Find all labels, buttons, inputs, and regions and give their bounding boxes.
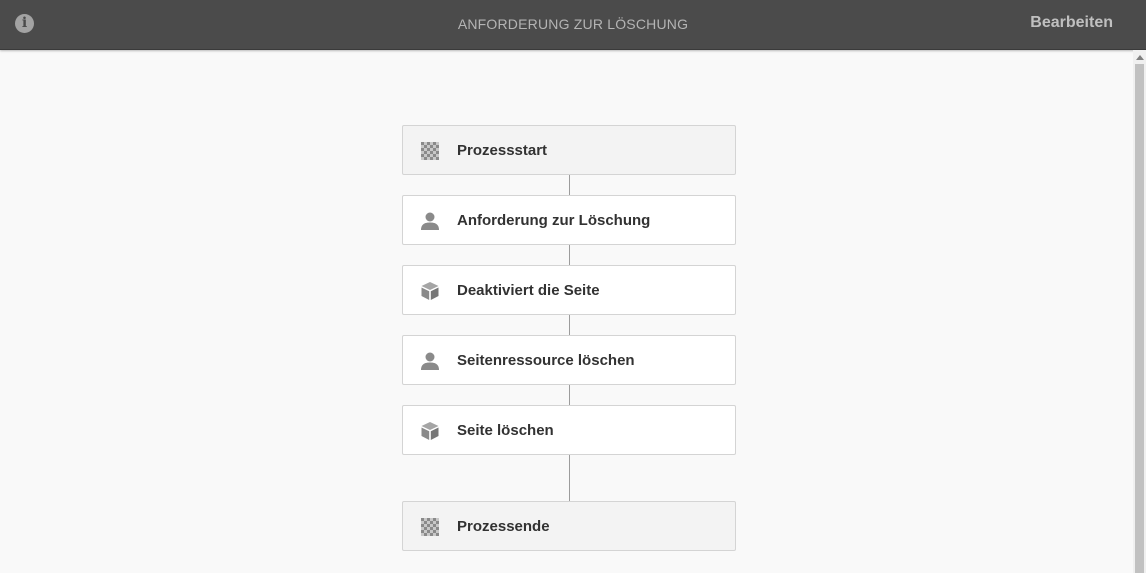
checkered-flag-icon [421, 518, 439, 536]
connector-line [569, 385, 570, 405]
step-label: Prozessende [457, 518, 550, 535]
cube-icon [421, 422, 439, 440]
step-label: Prozessstart [457, 142, 548, 159]
step-delete-page[interactable]: Seite löschen [402, 405, 736, 455]
info-icon[interactable]: i [15, 14, 34, 33]
connector-line [569, 315, 570, 335]
checkered-flag-icon [421, 142, 439, 160]
step-process-end[interactable]: Prozessende [402, 501, 736, 551]
user-icon [421, 352, 439, 370]
step-label: Anforderung zur Löschung [457, 212, 651, 229]
scroll-up-arrow-icon[interactable] [1136, 55, 1144, 60]
step-label: Seite löschen [457, 422, 554, 439]
vertical-scrollbar[interactable] [1133, 50, 1146, 573]
step-label: Deaktiviert die Seite [457, 282, 600, 299]
page-title: ANFORDERUNG ZUR LÖSCHUNG [457, 16, 689, 32]
connector-line [569, 245, 570, 265]
scroll-thumb[interactable] [1135, 64, 1144, 573]
connector-line [569, 175, 570, 195]
edit-button[interactable]: Bearbeiten [1030, 14, 1113, 31]
workflow-diagram: Prozessstart Anforderung zur Löschung De… [402, 125, 736, 551]
step-delete-page-resource[interactable]: Seitenressource löschen [402, 335, 736, 385]
cube-icon [421, 282, 439, 300]
top-bar: i ANFORDERUNG ZUR LÖSCHUNG Bearbeiten [0, 0, 1146, 50]
step-request-deletion[interactable]: Anforderung zur Löschung [402, 195, 736, 245]
step-label: Seitenressource löschen [457, 352, 635, 369]
connector-line [569, 455, 570, 501]
step-process-start[interactable]: Prozessstart [402, 125, 736, 175]
step-deactivate-page[interactable]: Deaktiviert die Seite [402, 265, 736, 315]
user-icon [421, 212, 439, 230]
